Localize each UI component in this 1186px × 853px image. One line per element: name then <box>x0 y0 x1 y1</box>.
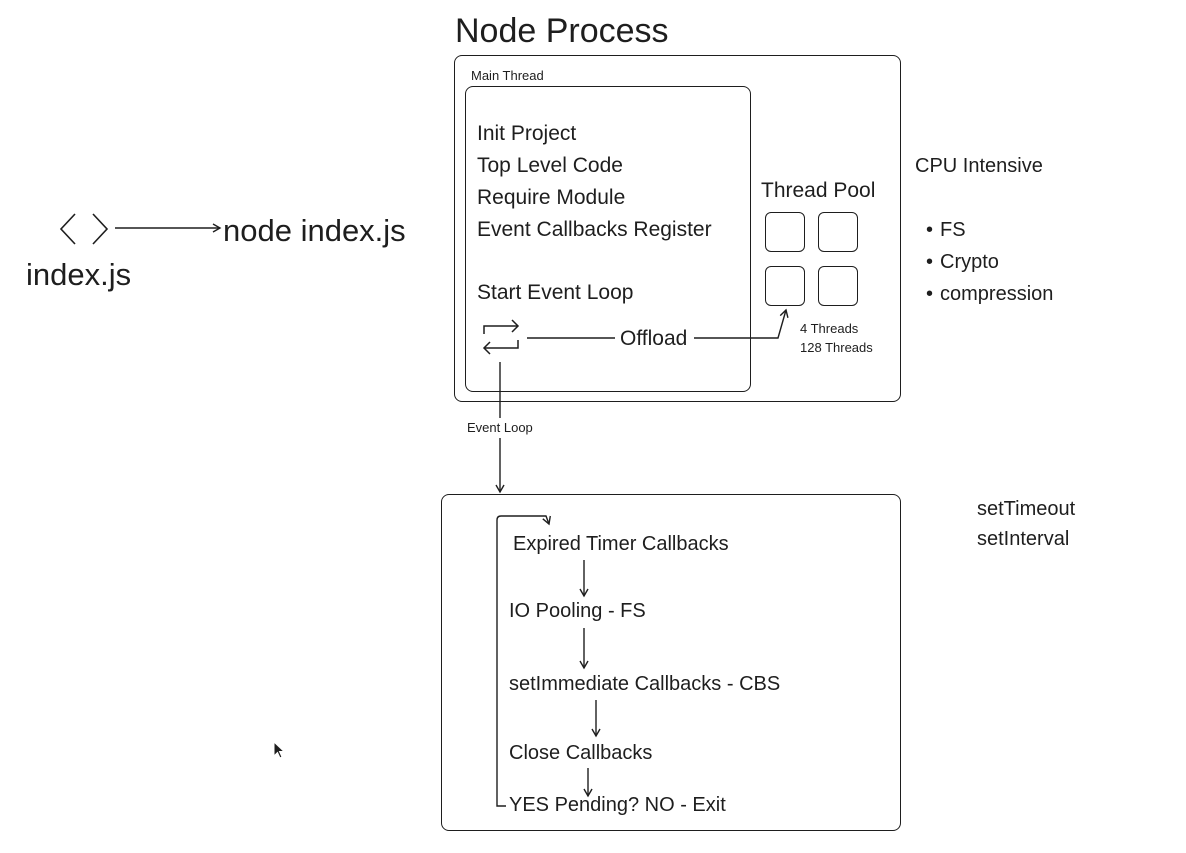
offload-label: Offload <box>618 327 690 351</box>
thread-pool-title: Thread Pool <box>761 179 876 202</box>
phase-immediate: setImmediate Callbacks - CBS <box>509 673 781 695</box>
timer-api-settimeout: setTimeout <box>977 498 1076 520</box>
loop-arrows-icon <box>482 319 520 355</box>
file-name: index.js <box>26 257 132 292</box>
node-process-box <box>454 55 901 402</box>
cpu-item-bullet: • <box>926 219 934 241</box>
main-step-init: Init Project <box>477 122 577 145</box>
main-step-require: Require Module <box>477 186 626 209</box>
phase-close: Close Callbacks <box>509 742 653 764</box>
main-step-top-level: Top Level Code <box>477 154 623 177</box>
cpu-item-bullet: • <box>926 251 934 273</box>
command-text: node index.js <box>223 213 406 248</box>
code-brackets-icon <box>59 213 109 245</box>
phase-io: IO Pooling - FS <box>509 600 646 622</box>
cpu-item-bullet: • <box>926 283 934 305</box>
phase-pending: YES Pending? NO - Exit <box>509 794 726 816</box>
event-loop-box <box>441 494 901 831</box>
thread-cell <box>765 266 805 306</box>
cpu-item-compression: compression <box>940 283 1054 305</box>
start-event-loop: Start Event Loop <box>477 281 634 304</box>
main-step-callbacks: Event Callbacks Register <box>477 218 712 241</box>
timer-api-setinterval: setInterval <box>977 528 1070 550</box>
thread-count-default: 4 Threads <box>800 321 859 336</box>
phase-timers: Expired Timer Callbacks <box>513 533 729 555</box>
event-loop-label: Event Loop <box>466 420 534 435</box>
main-thread-label: Main Thread <box>471 68 544 83</box>
thread-cell <box>818 266 858 306</box>
thread-count-max: 128 Threads <box>800 340 873 355</box>
cpu-intensive-title: CPU Intensive <box>915 155 1043 177</box>
cpu-item-fs: FS <box>940 219 966 241</box>
cpu-item-crypto: Crypto <box>940 251 999 273</box>
node-process-title: Node Process <box>455 12 669 50</box>
thread-cell <box>765 212 805 252</box>
cursor-pointer-icon <box>273 741 286 759</box>
main-thread-box <box>465 86 751 392</box>
thread-cell <box>818 212 858 252</box>
